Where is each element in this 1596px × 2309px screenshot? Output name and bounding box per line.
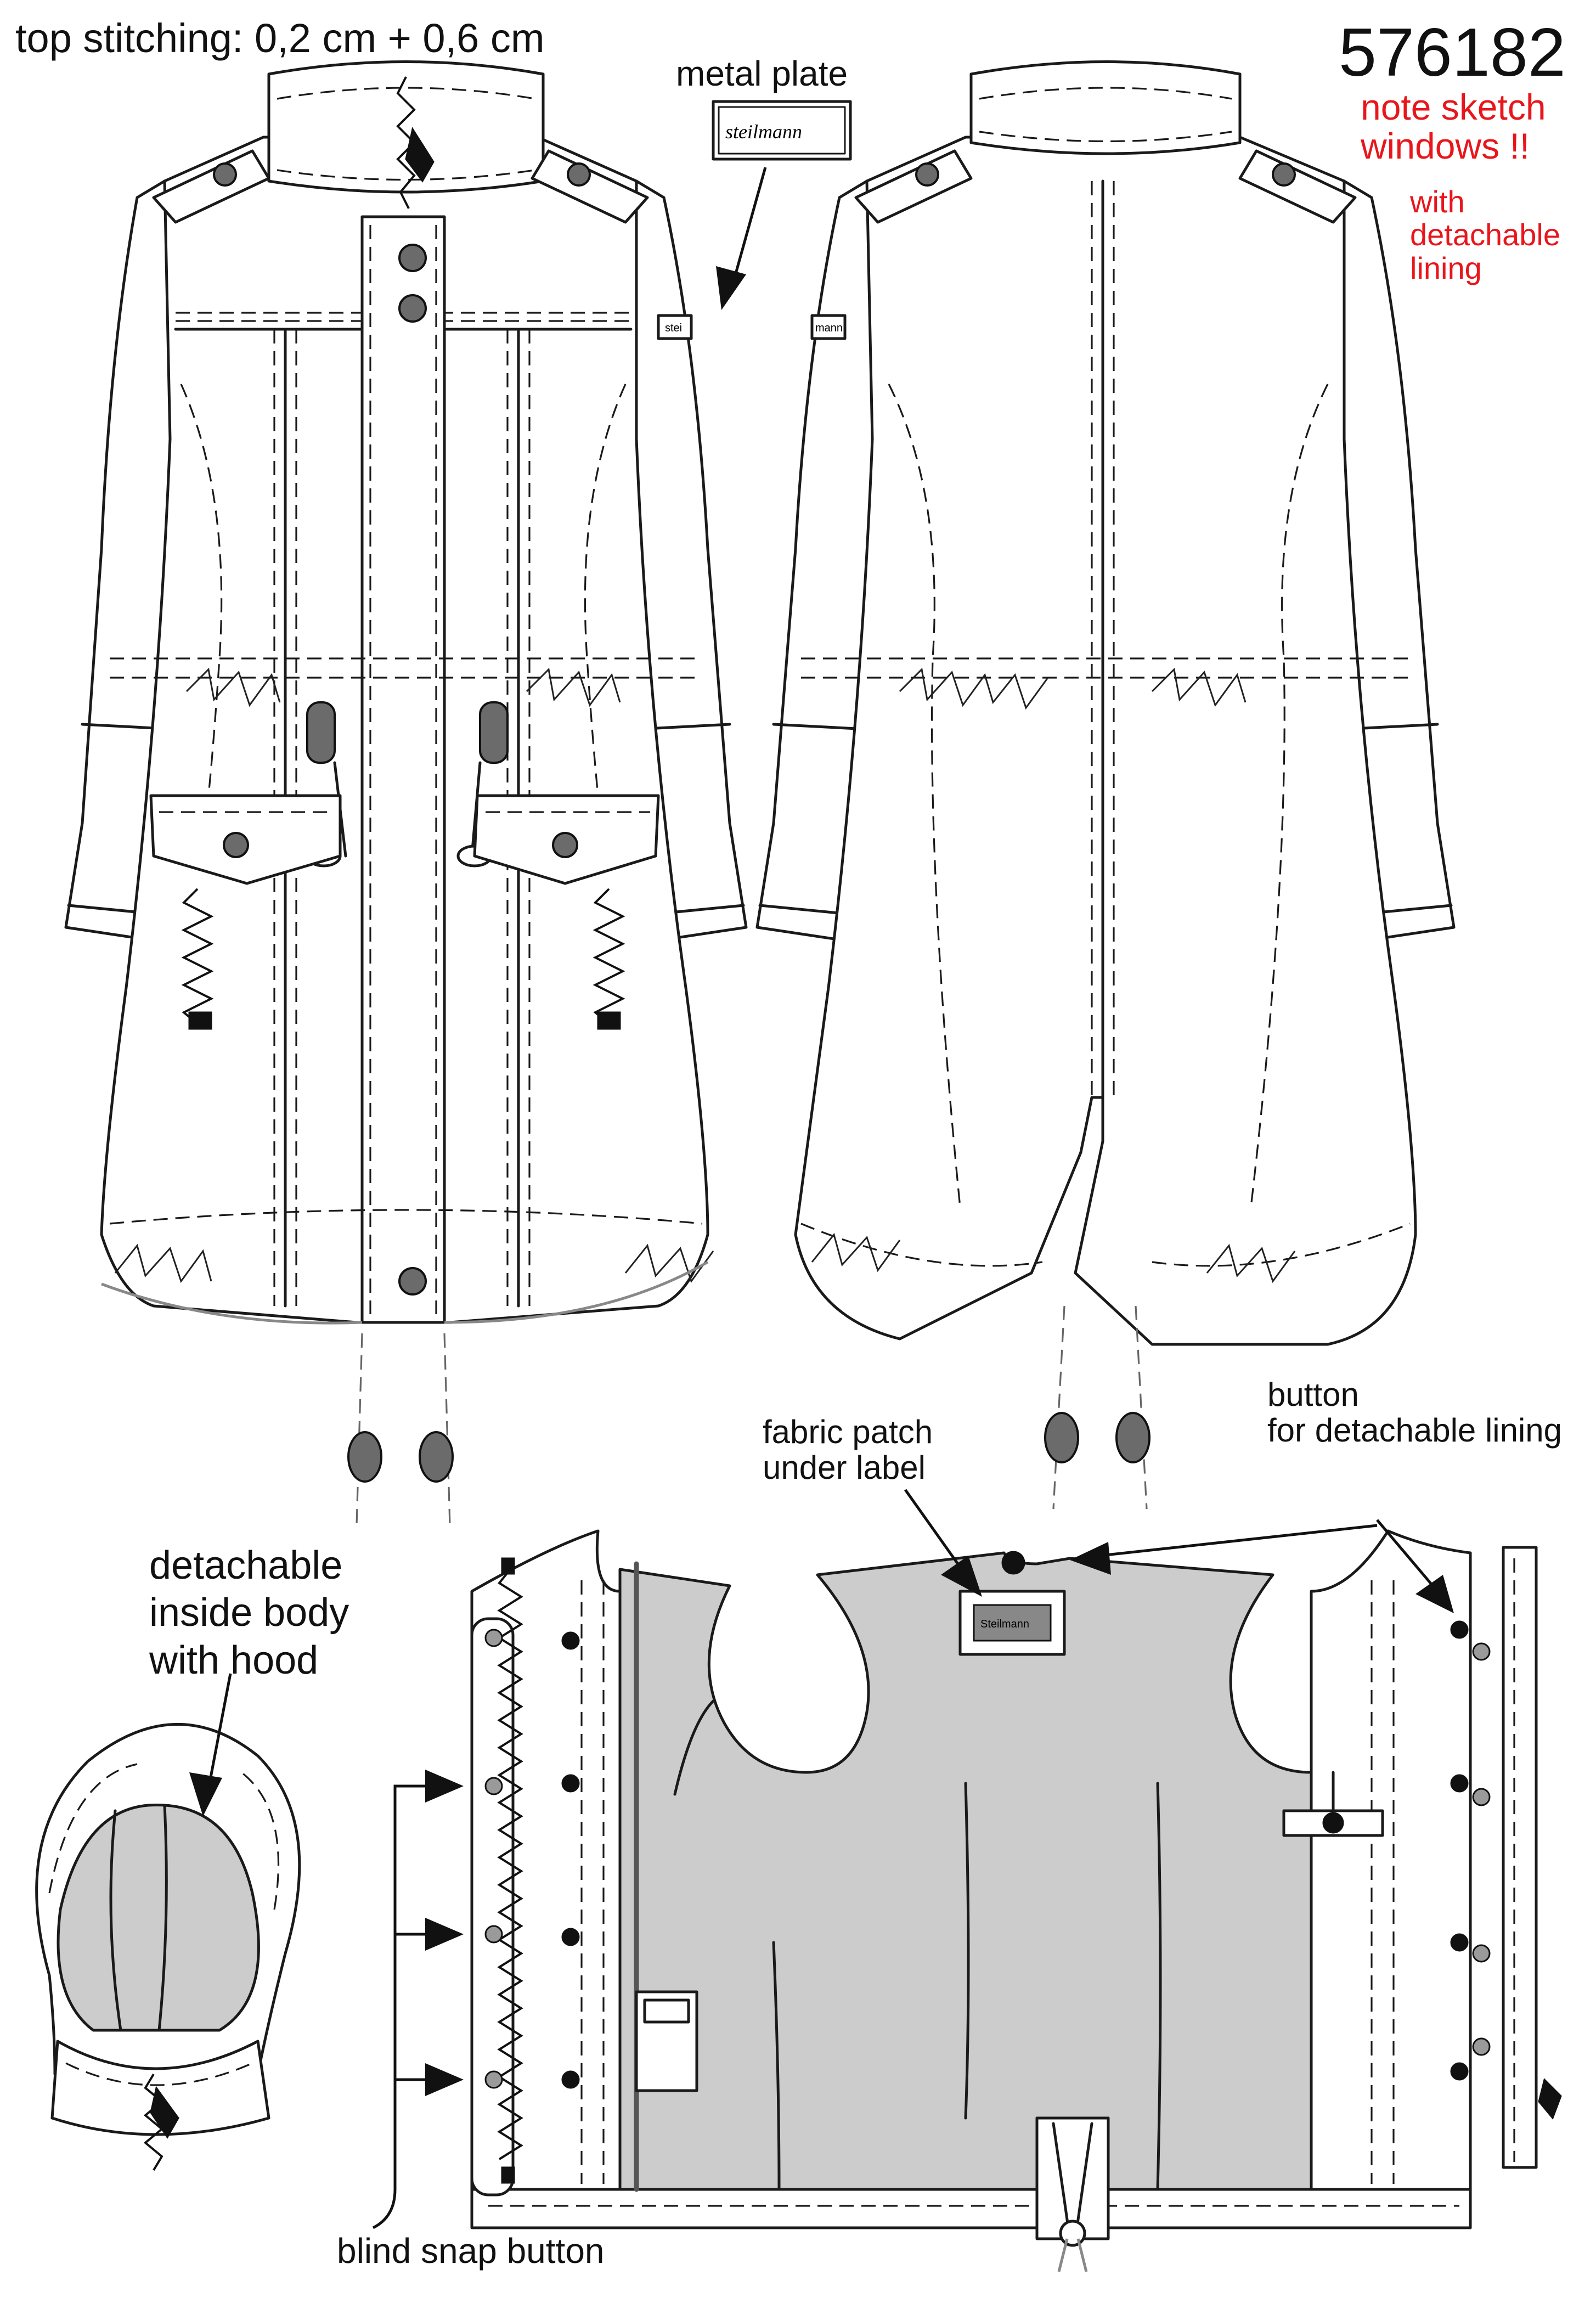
- button-icon: [398, 1267, 427, 1296]
- cord-stopper-icon: [1059, 2220, 1086, 2247]
- button-icon: [1001, 1551, 1025, 1575]
- detachable-lining-note: with detachable lining: [1410, 184, 1561, 285]
- hood-lining: [57, 1803, 260, 2032]
- zipper-pull-icon: [1538, 2078, 1562, 2120]
- snap-button-icon: [484, 2070, 503, 2089]
- button-icon: [213, 162, 237, 187]
- button-icon: [567, 162, 591, 187]
- button-icon: [1450, 1933, 1469, 1952]
- zipper-icon: [143, 2073, 164, 2171]
- arrow-icon: [207, 1673, 232, 1789]
- lining-label-text: Steilmann: [980, 1618, 1029, 1630]
- snap-button-icon: [484, 1629, 503, 1647]
- lining-back-vent: [1035, 2116, 1110, 2240]
- zipper-pull-icon: [405, 127, 435, 183]
- button-icon: [1450, 1620, 1469, 1639]
- snap-button-icon: [1472, 1642, 1491, 1661]
- arrow-icon: [1075, 1524, 1378, 1560]
- front-sleeve-tag: [657, 314, 693, 340]
- detachable-inside-body-label: detachable inside body with hood: [149, 1544, 349, 1682]
- button-icon: [561, 2070, 580, 2089]
- zipper-pull-icon: [150, 2086, 179, 2139]
- front-view: stei: [64, 60, 748, 1526]
- plate-brand-text: steilmann: [725, 121, 802, 143]
- hood-view: [35, 1723, 301, 2171]
- zipper-stop-icon: [597, 1011, 621, 1030]
- snap-button-icon: [1472, 1944, 1491, 1963]
- zipper-stop-icon: [501, 1557, 515, 1575]
- inner-pocket: [635, 1990, 698, 2092]
- snap-button-icon: [484, 1925, 503, 1944]
- metal-plate: steilmann: [712, 100, 852, 161]
- front-placket: [360, 215, 446, 1324]
- button-icon: [1450, 2062, 1469, 2081]
- top-stitching-note: top stitching: 0,2 cm + 0,6 cm: [15, 15, 545, 61]
- article-number: 576182: [1339, 15, 1566, 91]
- zipper-stop-icon: [188, 1011, 212, 1030]
- arrow-icon: [731, 167, 767, 286]
- zipper-icon: [497, 1568, 523, 2160]
- cord-stopper-icon: [347, 1431, 382, 1483]
- arrow-icon: [1376, 1519, 1439, 1592]
- blind-snap-button-label: blind snap button: [337, 2231, 605, 2271]
- lining-body: [618, 1551, 1313, 2191]
- zipper-icon: [181, 888, 214, 1027]
- note-sketch-windows: note sketch windows !!: [1361, 87, 1546, 167]
- front-collar: [267, 60, 545, 194]
- back-view: mann: [755, 60, 1456, 1510]
- button-icon: [1450, 1774, 1469, 1793]
- lining-right-placket: [1502, 1546, 1538, 2169]
- back-body: [794, 136, 1417, 1346]
- hood-collar-band: [50, 2040, 270, 2136]
- snap-button-icon: [1472, 2037, 1491, 2056]
- sleeve-tag-text: stei: [665, 322, 682, 334]
- blind-snap-bracket: [372, 1784, 433, 2229]
- button-icon: [223, 832, 249, 858]
- button-icon: [561, 1631, 580, 1650]
- detachable-lining-view: Steilmann: [470, 1529, 1562, 2272]
- hem-cord: [101, 1260, 709, 1325]
- zipper-stop-icon: [501, 2166, 515, 2184]
- fabric-patch-label: fabric patch under label: [763, 1413, 933, 1486]
- button-icon: [1322, 1812, 1344, 1834]
- arrow-icon: [904, 1489, 967, 1576]
- snap-button-icon: [484, 1777, 503, 1795]
- lining-label: [973, 1604, 1052, 1642]
- back-collar: [969, 60, 1242, 155]
- button-icon: [398, 294, 427, 323]
- metal-plate-label: metal plate: [676, 54, 848, 93]
- cord-stopper-icon: [419, 1431, 454, 1483]
- button-icon: [552, 832, 578, 858]
- zipper-icon: [593, 888, 625, 1027]
- cord-stopper-icon: [1044, 1412, 1079, 1463]
- snap-button-icon: [1472, 1788, 1491, 1806]
- back-sleeve-tag: [810, 314, 847, 340]
- button-icon: [398, 244, 427, 272]
- cord-stopper-icon: [1115, 1412, 1151, 1463]
- button-icon: [561, 1774, 580, 1793]
- button-icon: [915, 162, 939, 187]
- button-icon: [561, 1928, 580, 1946]
- button-detachable-lining-label: button for detachable lining: [1267, 1376, 1563, 1449]
- sleeve-tag-text: mann: [815, 322, 843, 334]
- button-icon: [1272, 162, 1296, 187]
